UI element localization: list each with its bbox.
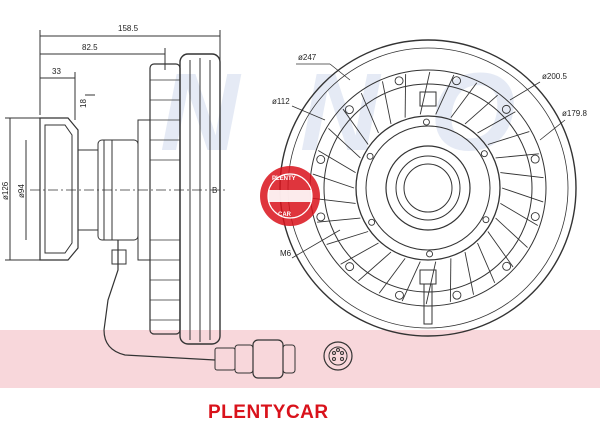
svg-text:CAR: CAR xyxy=(278,212,292,218)
watermark-band xyxy=(0,330,600,388)
rib-line xyxy=(464,251,474,295)
rib-line xyxy=(501,187,544,203)
bolt-hole xyxy=(366,152,374,160)
rib-line xyxy=(495,153,539,159)
bolt-hole xyxy=(316,155,326,164)
rib-line xyxy=(318,150,356,174)
bolt-hole xyxy=(482,216,490,224)
rib-line xyxy=(360,92,379,134)
bolt-hole xyxy=(501,104,511,114)
rib-line xyxy=(342,108,369,145)
rib-line xyxy=(487,131,530,145)
rib-line xyxy=(312,173,355,189)
rib-line xyxy=(358,251,392,282)
rib-line xyxy=(435,74,455,115)
dimension-overall-length: 158.5 xyxy=(118,24,139,33)
bolt-hole xyxy=(344,105,354,115)
svg-text:PLENTY: PLENTY xyxy=(272,176,296,182)
dimension-flange-offset: 33 xyxy=(52,67,61,76)
rib-line xyxy=(340,242,379,265)
rib-line xyxy=(450,82,478,118)
rib-line xyxy=(317,217,361,223)
bolt-hole xyxy=(480,150,488,158)
stamp-logo: PLENTY CAR xyxy=(260,166,320,226)
dimension-thread: M6 xyxy=(280,249,292,258)
rib-line xyxy=(425,261,437,305)
dimension-dia-179: ø179.8 xyxy=(562,109,587,118)
bolt-hole xyxy=(426,250,434,258)
rib-line xyxy=(464,94,498,125)
bolt-hole xyxy=(502,261,512,271)
rib-line xyxy=(401,261,421,302)
dimension-dia-126: ø126 xyxy=(1,181,10,200)
rib-line xyxy=(500,172,544,179)
bolt-hole xyxy=(345,262,355,272)
watermark-letters: N xyxy=(160,51,242,174)
rib-line xyxy=(328,128,361,159)
rib-line xyxy=(477,111,516,134)
rib-line xyxy=(378,258,406,294)
bolt-hole xyxy=(316,212,326,222)
center-mark: B xyxy=(212,186,217,195)
bolt-hole xyxy=(452,76,461,86)
side-view xyxy=(5,30,353,379)
rib-line xyxy=(477,242,496,284)
bolt-hole xyxy=(422,118,430,126)
rib-line xyxy=(500,202,538,226)
dimension-outer-dia: ø247 xyxy=(298,53,317,62)
rib-line xyxy=(495,217,528,248)
bolt-hole xyxy=(368,218,376,226)
rib-line xyxy=(382,81,392,125)
rib-line xyxy=(326,231,369,245)
dimension-dia-112: ø112 xyxy=(272,97,290,106)
bolt-hole xyxy=(395,290,404,300)
rib-line xyxy=(419,71,431,115)
bolt-hole xyxy=(530,154,540,164)
bolt-hole xyxy=(452,290,462,300)
bolt-hole xyxy=(530,212,540,221)
brand-caption: PLENTYCAR xyxy=(208,402,329,423)
dimension-small-width: 18 xyxy=(79,99,88,108)
bolt-hole xyxy=(394,76,404,86)
dimension-dia-94: ø94 xyxy=(17,184,26,198)
rib-line xyxy=(487,231,514,268)
dimension-dia-200: ø200.5 xyxy=(542,72,567,81)
dimension-hub-length: 82.5 xyxy=(82,43,98,52)
